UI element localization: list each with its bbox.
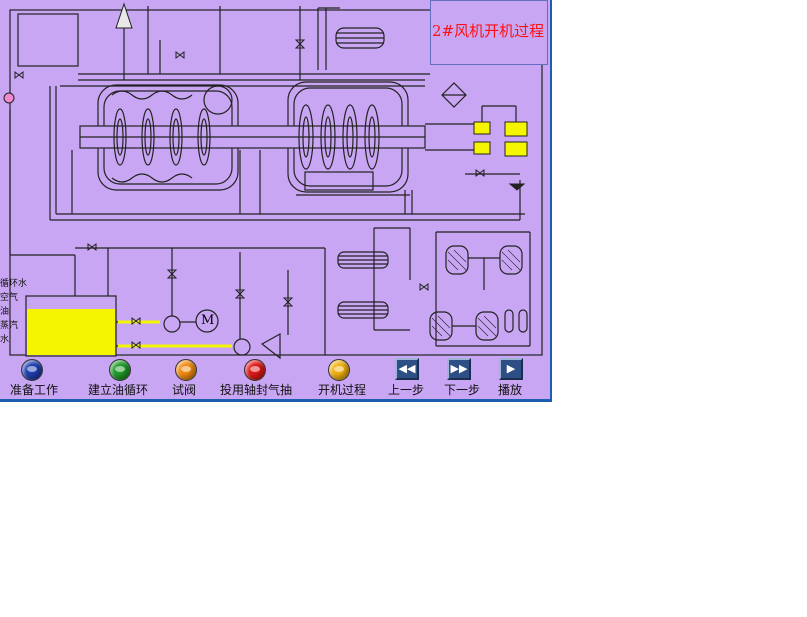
legend-air: 空气: [0, 293, 19, 303]
build-oil-circulation-label: 建立油循环: [88, 383, 149, 397]
legend-oil: 油: [0, 307, 10, 317]
fast-forward-icon[interactable]: ▶▶: [447, 358, 471, 380]
play-icon[interactable]: ▶: [499, 358, 523, 380]
prepare-work-button[interactable]: [21, 359, 43, 381]
title-frame: [430, 0, 548, 65]
prepare-work-label: 准备工作: [10, 383, 59, 397]
shaft-seal-extraction-label: 投用轴封气抽: [220, 383, 293, 397]
legend-water: 水: [0, 335, 10, 345]
oil-pump-shape: [163, 315, 181, 333]
startup-process-button[interactable]: [328, 359, 350, 381]
build-oil-circulation-button[interactable]: [109, 359, 131, 381]
panel-bottom-border: [0, 399, 552, 402]
motor-label: M: [201, 313, 215, 328]
process-panel: 2#风机开机过程 循环水 空气 油 蒸汽 水 M 准备工作 建立油循环 试阀 投…: [0, 0, 552, 401]
test-valve-button[interactable]: [175, 359, 197, 381]
legend-steam: 蒸汽: [0, 321, 19, 331]
play-label: 播放: [498, 383, 523, 397]
rewind-icon[interactable]: ◀◀: [395, 358, 419, 380]
legend-circulating-water: 循环水: [0, 279, 28, 289]
previous-step-label: 上一步: [388, 383, 425, 397]
oil-level: [27, 309, 115, 355]
page-title: 2#风机开机过程: [432, 22, 545, 40]
motor-shape: [195, 309, 219, 333]
shaft-seal-extraction-button[interactable]: [244, 359, 266, 381]
next-step-label: 下一步: [444, 383, 481, 397]
turbine-process-diagram: [3, 2, 543, 360]
test-valve-label: 试阀: [172, 383, 197, 397]
panel-right-border: [550, 0, 552, 401]
startup-process-label: 开机过程: [318, 383, 367, 397]
